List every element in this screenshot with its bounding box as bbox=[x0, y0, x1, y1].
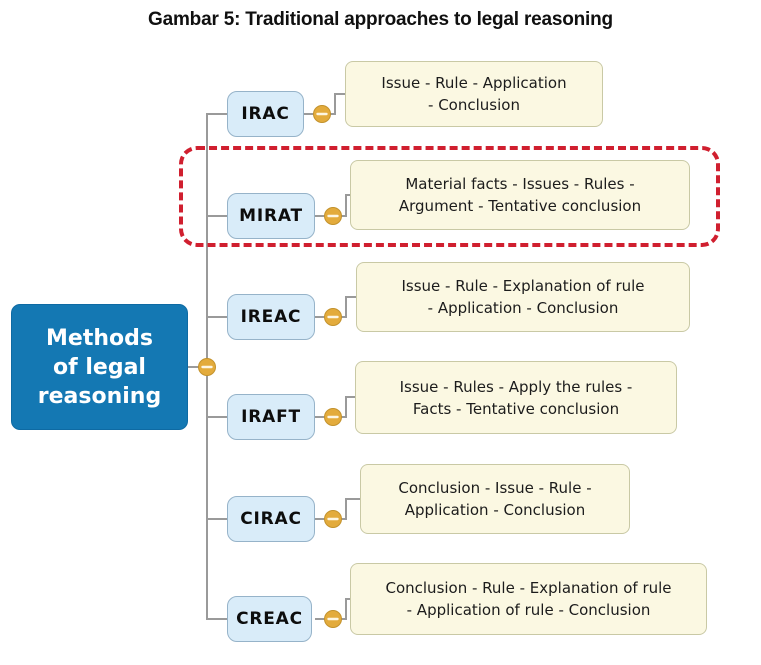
topic-label: IRAFT bbox=[241, 407, 301, 427]
collapse-button-cirac[interactable] bbox=[324, 510, 342, 528]
topic-label: MIRAT bbox=[239, 206, 303, 226]
topic-node-creac[interactable]: CREAC bbox=[227, 596, 312, 642]
desc-node-mirat[interactable]: Material facts - Issues - Rules - Argume… bbox=[350, 160, 690, 230]
collapse-button-irac[interactable] bbox=[313, 105, 331, 123]
mirat-highlight-box bbox=[179, 146, 720, 247]
topic-label: CREAC bbox=[236, 609, 303, 629]
collapse-button-iraft[interactable] bbox=[324, 408, 342, 426]
desc-line: Conclusion - Issue - Rule - bbox=[398, 479, 592, 497]
topic-node-irac[interactable]: IRAC bbox=[227, 91, 304, 137]
root-node-label-line: of legal bbox=[53, 354, 146, 380]
desc-line: Issue - Rules - Apply the rules - bbox=[399, 377, 633, 396]
desc-line: Argument - Tentative conclusion bbox=[398, 197, 642, 215]
desc-line: Facts - Tentative conclusion bbox=[412, 399, 620, 418]
root-node-methods-of-legal-reasoning[interactable]: Methods of legal reasoning bbox=[11, 304, 188, 430]
desc-line: - Application - Conclusion bbox=[427, 299, 619, 317]
collapse-button-creac[interactable] bbox=[324, 610, 342, 628]
topic-label: IRAC bbox=[241, 104, 290, 124]
topic-label: IREAC bbox=[240, 307, 302, 327]
root-node-label-line: reasoning bbox=[37, 383, 162, 409]
desc-line: Issue - Rule - Application bbox=[381, 74, 567, 92]
collapse-button-mirat[interactable] bbox=[324, 207, 342, 225]
desc-node-ireac[interactable]: Issue - Rule - Explanation of rule - App… bbox=[356, 262, 690, 332]
topic-node-cirac[interactable]: CIRAC bbox=[227, 496, 315, 542]
desc-node-irac[interactable]: Issue - Rule - Application - Conclusion bbox=[345, 61, 603, 127]
topic-node-ireac[interactable]: IREAC bbox=[227, 294, 315, 340]
desc-node-iraft[interactable]: Issue - Rules - Apply the rules - Facts … bbox=[355, 361, 677, 434]
desc-line: Issue - Rule - Explanation of rule bbox=[401, 277, 645, 295]
desc-line: Conclusion - Rule - Explanation of rule bbox=[385, 579, 672, 597]
collapse-button-root[interactable] bbox=[198, 358, 216, 376]
desc-line: - Conclusion bbox=[428, 96, 520, 114]
collapse-button-ireac[interactable] bbox=[324, 308, 342, 326]
desc-line: - Application of rule - Conclusion bbox=[406, 601, 651, 619]
desc-node-creac[interactable]: Conclusion - Rule - Explanation of rule … bbox=[350, 563, 707, 635]
desc-line: Application - Conclusion bbox=[404, 501, 586, 519]
topic-node-mirat[interactable]: MIRAT bbox=[227, 193, 315, 239]
topic-node-iraft[interactable]: IRAFT bbox=[227, 394, 315, 440]
figure-title: Gambar 5: Traditional approaches to lega… bbox=[148, 9, 613, 30]
desc-node-cirac[interactable]: Conclusion - Issue - Rule - Application … bbox=[360, 464, 630, 534]
topic-label: CIRAC bbox=[240, 509, 302, 529]
root-node-label-line: Methods bbox=[46, 325, 153, 351]
desc-line: Material facts - Issues - Rules - bbox=[405, 175, 635, 193]
